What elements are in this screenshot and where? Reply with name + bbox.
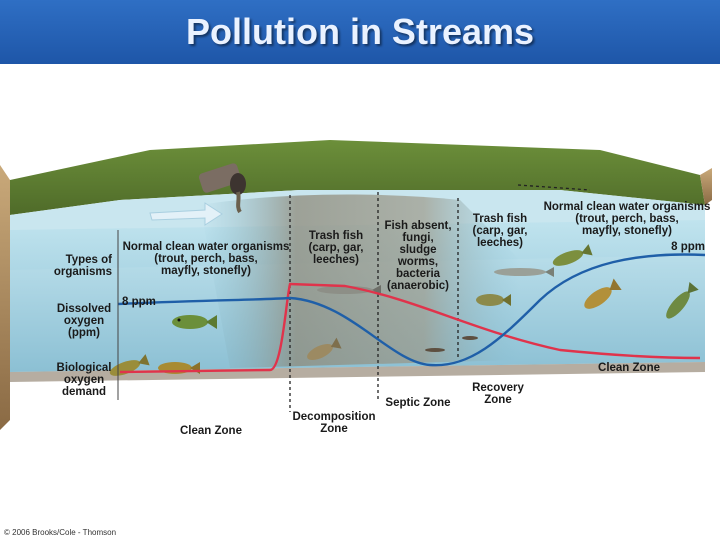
sediment (10, 362, 705, 382)
dissolved-oxygen-curve (117, 253, 706, 367)
flow-arrow (149, 202, 223, 226)
discharge-pipe (198, 163, 246, 214)
trash-fish-label-2: Trash fish (carp, gar, leeches) (472, 213, 528, 249)
zone-dividers (289, 184, 591, 412)
trash-fish-label-1: Trash fish (carp, gar, leeches) (308, 230, 364, 266)
biological-oxygen-demand-label: Biological oxygen demand (56, 362, 112, 398)
zone-label-septic: Septic Zone (385, 397, 451, 409)
fish-icon (552, 244, 593, 266)
fish-icon (462, 336, 478, 340)
normal-organisms-right-label: Normal clean water organisms (trout, per… (543, 201, 711, 237)
fish-absent-label: Fish absent, fungi, sludge worms, bacter… (384, 220, 452, 292)
ppm-left-label: 8 ppm (122, 296, 156, 308)
normal-organisms-left-label: Normal clean water organisms (trout, per… (122, 241, 290, 277)
riverbank (0, 140, 712, 430)
zone-label-recovery: Recovery Zone (472, 382, 524, 406)
fish-icon (307, 337, 342, 361)
zone-label-clean-left: Clean Zone (180, 425, 242, 437)
fish-icon (666, 281, 699, 319)
title-bar: Pollution in Streams (0, 0, 720, 64)
dissolved-oxygen-label: Dissolved oxygen (ppm) (56, 303, 112, 339)
fish-icon (584, 278, 622, 309)
page-title: Pollution in Streams (185, 11, 535, 52)
fish-icon (425, 348, 445, 352)
copyright-credit: © 2006 Brooks/Cole - Thomson (4, 528, 117, 537)
fish-icon (172, 315, 217, 329)
fish-group (109, 244, 699, 376)
types-of-organisms-label: Types of organisms (53, 254, 112, 278)
zone-label-clean-right: Clean Zone (598, 362, 660, 374)
pollution-plume (200, 194, 520, 368)
biological-oxygen-demand-curve (119, 282, 701, 374)
fish-icon (109, 354, 150, 376)
fish-icon (494, 267, 554, 277)
fish-icon (476, 294, 511, 306)
ppm-right-label: 8 ppm (671, 241, 705, 253)
zone-label-decomposition: Decomposition Zone (292, 411, 376, 435)
